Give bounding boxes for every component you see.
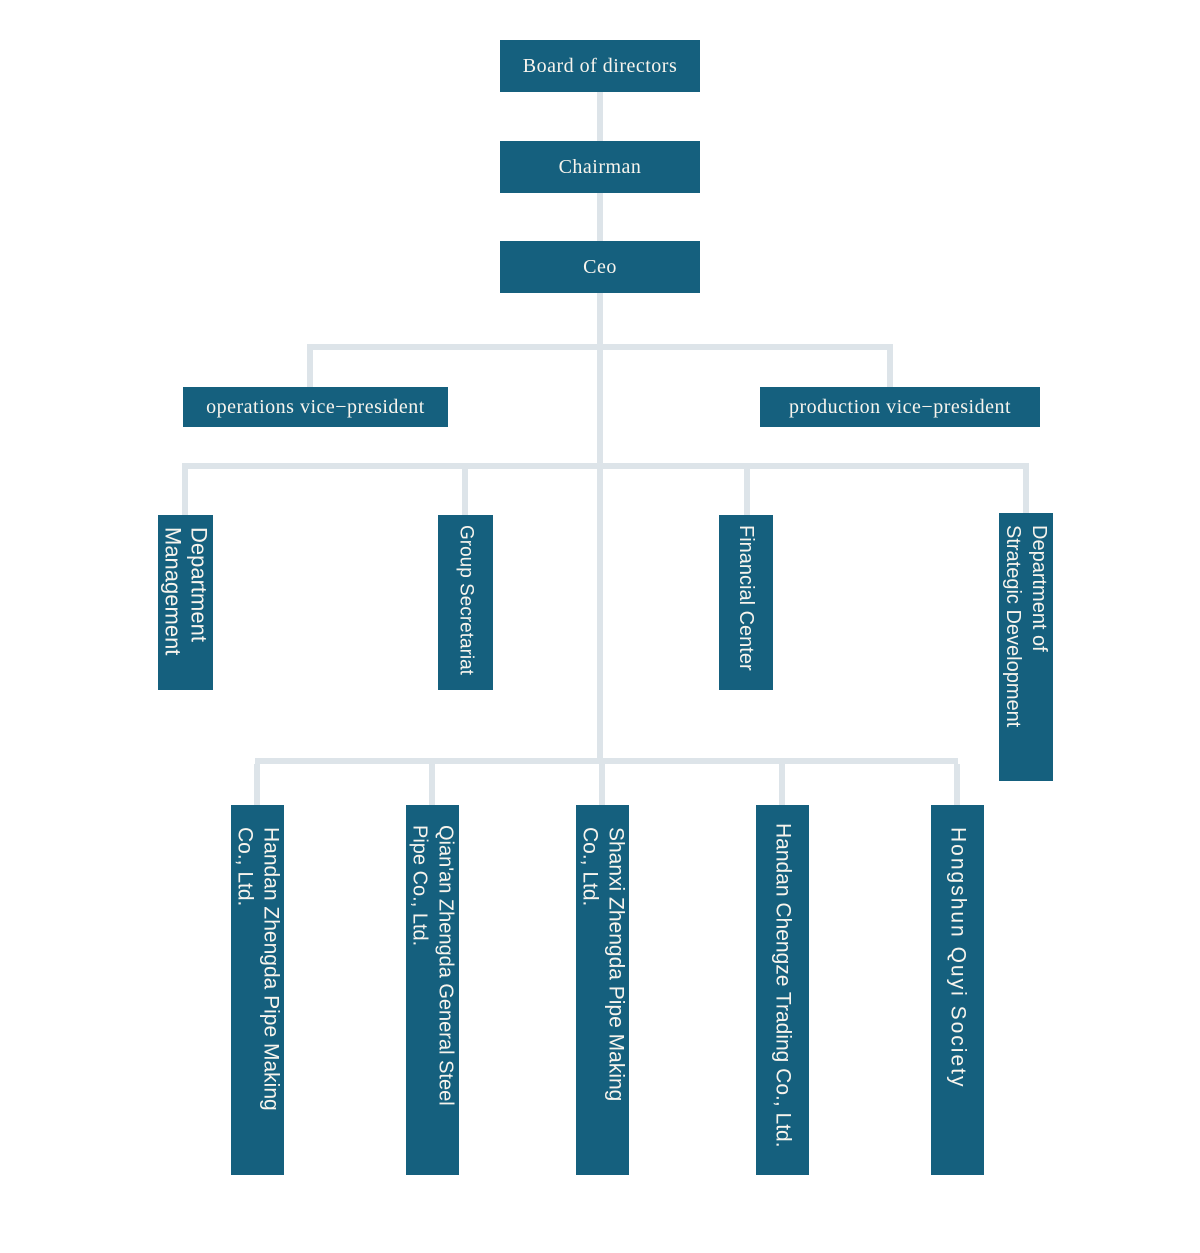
node-label-line: Co., Ltd. — [578, 827, 602, 907]
node-operations-vice-president: operations vice−president — [183, 387, 448, 427]
node-label-line: Strategic Development — [1002, 525, 1024, 728]
node-label: Chairman — [558, 155, 642, 178]
connector-branch-vice-presidents — [307, 344, 893, 350]
node-label-line: Pipe Co., Ltd. — [408, 825, 431, 947]
connector-drop-group-secretariat — [462, 469, 468, 515]
connector-drop-management-department — [182, 469, 188, 515]
node-label-line: Department of — [1028, 525, 1050, 652]
node-label: Board of directors — [522, 54, 678, 77]
connector-drop-strategic-development — [1023, 469, 1029, 513]
node-label-line: Department — [186, 527, 212, 642]
node-label-line: Shanxi Zhengda Pipe Making — [604, 827, 628, 1102]
connector-drop-shanxi-zhengda — [599, 764, 605, 805]
node-production-vice-president: production vice−president — [760, 387, 1040, 427]
node-management-department: Management Department — [158, 515, 213, 690]
connector-branch-subsidiaries — [255, 758, 958, 764]
node-label-line: Management — [160, 527, 186, 656]
node-label: Ceo — [583, 255, 617, 278]
node-group-secretariat: Group Secretariat — [438, 515, 493, 690]
node-hongshun-quyi-society: Hongshun Quyi Society — [931, 805, 984, 1175]
node-chairman: Chairman — [500, 141, 700, 193]
connector-drop-production-vp — [887, 350, 893, 387]
connector-drop-qianan-zhengda — [429, 764, 435, 805]
connector-board-chairman — [597, 92, 603, 141]
node-label-line: Hongshun Quyi Society — [946, 827, 970, 1089]
node-board-of-directors: Board of directors — [500, 40, 700, 92]
node-shanxi-zhengda-pipe-making: Co., Ltd. Shanxi Zhengda Pipe Making — [576, 805, 629, 1175]
connector-drop-handan-zhengda — [254, 764, 260, 805]
node-qianan-zhengda-general-steel-pipe: Pipe Co., Ltd. Qian'an Zhengda General S… — [406, 805, 459, 1175]
node-handan-chengze-trading: Handan Chengze Trading Co., Ltd. — [756, 805, 809, 1175]
connector-drop-hongshun-quyi — [954, 764, 960, 805]
connector-drop-operations-vp — [307, 350, 313, 387]
node-label-line: Co., Ltd. — [233, 827, 257, 907]
node-financial-center: Financial Center — [719, 515, 773, 690]
node-ceo: Ceo — [500, 241, 700, 293]
connector-drop-handan-chengze — [779, 764, 785, 805]
node-label-line: Handan Zhengda Pipe Making — [259, 827, 283, 1111]
node-handan-zhengda-pipe-making: Co., Ltd. Handan Zhengda Pipe Making — [231, 805, 284, 1175]
node-label-line: Group Secretariat — [455, 525, 477, 675]
connector-drop-financial-center — [744, 469, 750, 515]
node-label-line: Handan Chengze Trading Co., Ltd. — [771, 823, 795, 1148]
node-label-line: Qian'an Zhengda General Steel — [434, 825, 457, 1106]
connector-chairman-ceo — [597, 193, 603, 241]
connector-branch-departments — [182, 463, 1029, 469]
node-department-of-strategic-development: Strategic Development Department of — [999, 513, 1053, 781]
connector-ceo-trunk — [597, 293, 603, 344]
connector-trunk-mid — [597, 350, 603, 463]
node-label-line: Financial Center — [735, 525, 757, 671]
connector-trunk-bottom — [597, 469, 603, 758]
node-label: operations vice−president — [206, 395, 425, 418]
node-label: production vice−president — [788, 395, 1012, 418]
